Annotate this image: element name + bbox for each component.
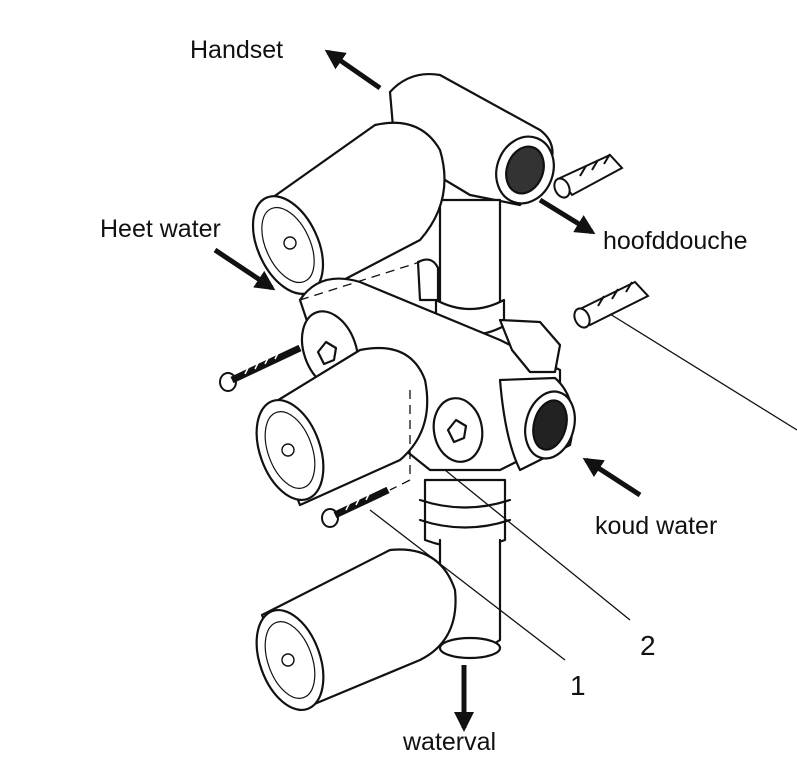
bottom-valve-handle	[255, 548, 457, 712]
label-part-2: 2	[640, 630, 656, 661]
valve-body	[298, 258, 576, 472]
arrow-icon	[538, 197, 596, 235]
arrow-icon	[213, 247, 276, 291]
screw-icon	[321, 486, 390, 528]
wall-plug-icon	[553, 153, 624, 199]
leader-lines	[369, 313, 797, 661]
label-koud-water: koud water	[595, 512, 718, 540]
top-valve-handle	[251, 121, 446, 302]
wall-plug-icon	[573, 280, 650, 329]
arrow-icon	[324, 49, 382, 91]
label-hoofddouche: hoofddouche	[603, 227, 748, 255]
label-heet-water: Heet water	[100, 215, 221, 243]
screw-icon	[219, 344, 302, 392]
label-waterval: waterval	[403, 728, 497, 756]
lower-connector	[418, 478, 512, 660]
arrow-icon	[582, 457, 642, 498]
dashed-guides	[299, 261, 421, 491]
label-part-1: 1	[570, 670, 586, 701]
top-tee-fitting	[388, 73, 555, 336]
middle-valve-handle	[255, 346, 429, 507]
label-handset: Handset	[190, 36, 284, 64]
